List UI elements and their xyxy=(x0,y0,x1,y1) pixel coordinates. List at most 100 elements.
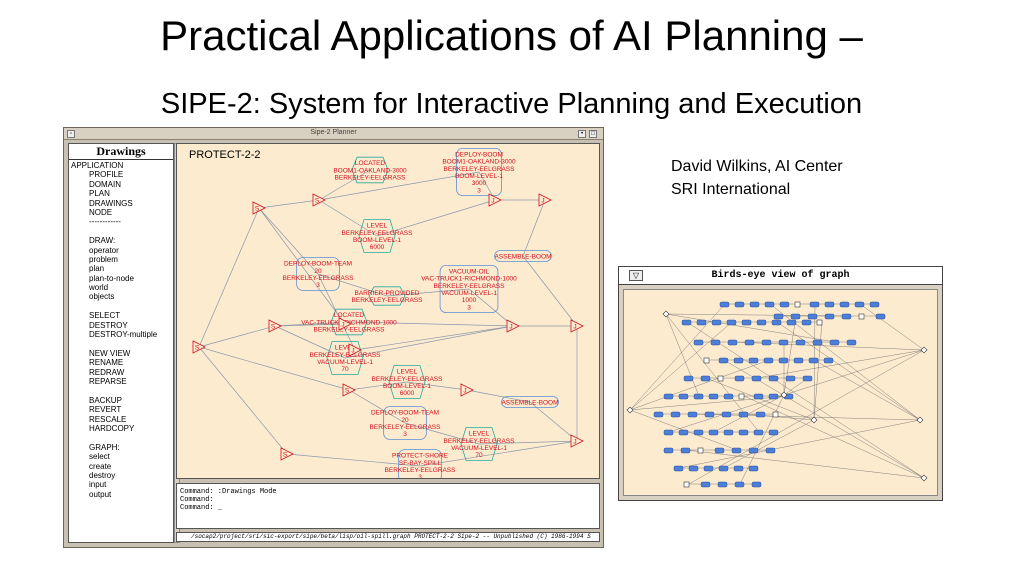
birds-node xyxy=(744,339,755,346)
menu-item[interactable]: create xyxy=(89,461,112,471)
split-node[interactable]: S xyxy=(192,340,206,354)
birds-hub xyxy=(662,310,670,318)
menu-item[interactable]: SELECT xyxy=(89,311,121,321)
join-node[interactable]: J xyxy=(506,319,520,333)
birds-node xyxy=(761,339,772,346)
node-label: 3 xyxy=(477,187,481,194)
birds-edge xyxy=(629,359,770,411)
split-join-label: J xyxy=(573,439,576,446)
node-label: BERKELEY-EELGRASS xyxy=(342,230,414,237)
menu-item[interactable]: DESTROY-multiple xyxy=(89,330,158,340)
join-node[interactable]: J xyxy=(348,343,362,357)
split-join-label: J xyxy=(491,198,494,205)
split-node[interactable]: S xyxy=(268,319,282,333)
plan-node[interactable]: DEPLOY-BOOMBOOM1-OAKLAND-3000BERKELEY-EE… xyxy=(442,148,516,197)
menu-item[interactable]: RESCALE xyxy=(89,414,127,424)
maximize-icon[interactable]: □ xyxy=(589,130,597,138)
menu-item[interactable]: REPARSE xyxy=(89,376,127,386)
plan-node[interactable]: PROTECT-SHORESF-BAY-SPILLBERKELEY-EELGRA… xyxy=(385,449,457,479)
menu-item[interactable]: DRAWINGS xyxy=(89,198,133,208)
split-node[interactable]: S xyxy=(280,447,294,461)
menu-item[interactable]: DRAW: xyxy=(89,236,116,246)
menu-item[interactable]: input xyxy=(89,480,107,490)
split-node[interactable]: S xyxy=(312,193,326,207)
menu-item[interactable]: APPLICATION xyxy=(71,161,124,170)
plan-node[interactable]: LOCATEDBOOM1-OAKLAND-3000BERKELEY-EELGRA… xyxy=(333,156,407,184)
node-hex xyxy=(351,156,389,184)
menu-item xyxy=(69,433,173,442)
birds-node xyxy=(808,357,819,364)
menu-item xyxy=(69,386,173,395)
join-node[interactable]: J xyxy=(338,317,352,331)
menu-item[interactable]: NODE xyxy=(89,207,113,217)
menu-item[interactable]: plan-to-node xyxy=(89,273,134,283)
menu-item[interactable]: objects xyxy=(89,292,115,302)
split-node[interactable]: S xyxy=(252,201,266,215)
menu-item[interactable]: RENAME xyxy=(89,358,124,368)
birds-node xyxy=(793,357,804,364)
node-label: 1000 xyxy=(462,297,477,304)
split-node[interactable]: S xyxy=(342,383,356,397)
birds-node xyxy=(755,411,766,418)
split-shape xyxy=(252,201,266,215)
plan-node[interactable]: ASSEMBLE-BOOM xyxy=(501,395,559,408)
birds-node xyxy=(764,301,775,308)
join-node[interactable]: J xyxy=(538,193,552,207)
birds-node xyxy=(721,411,732,418)
join-node[interactable]: J xyxy=(460,383,474,397)
birds-edge xyxy=(743,413,815,421)
birds-node xyxy=(773,313,784,320)
plan-node[interactable]: VACUUM-OILVAC-TRUCK1-RICHMOND-1000BERKEL… xyxy=(421,265,517,314)
menu-item[interactable]: PROFILE xyxy=(89,170,124,180)
birds-node xyxy=(839,301,850,308)
birds-eye-menu-icon[interactable]: ▽ xyxy=(629,270,643,281)
menu-item[interactable]: GRAPH: xyxy=(89,442,120,452)
menu-item[interactable]: REDRAW xyxy=(89,367,125,377)
split-join-label: J xyxy=(341,322,344,329)
birds-eye-canvas[interactable] xyxy=(623,289,938,496)
menu-item[interactable]: output xyxy=(89,489,112,499)
birds-node xyxy=(751,481,762,488)
menu-item[interactable]: problem xyxy=(89,254,118,264)
join-node[interactable]: J xyxy=(570,319,584,333)
birds-node xyxy=(703,465,714,472)
split-join-label: S xyxy=(345,388,350,395)
menu-item[interactable]: DOMAIN xyxy=(89,179,121,189)
menu-item[interactable]: select xyxy=(89,452,110,462)
menu-item[interactable]: REVERT xyxy=(89,405,122,415)
menu-item[interactable]: PLAN xyxy=(89,189,110,199)
plan-node[interactable]: LOCATEDVAC-TRUCK1-RICHMOND-1000BERKELEY-… xyxy=(301,308,397,336)
menu-item[interactable]: HARDCOPY xyxy=(89,423,135,433)
menu-item[interactable]: world xyxy=(89,283,109,293)
window-menu-icon[interactable]: ▫ xyxy=(67,130,75,138)
menu-item[interactable]: DESTROY xyxy=(89,320,128,330)
node-label: BERKELEY-EELGRASS xyxy=(352,297,424,304)
plan-edge xyxy=(198,207,260,348)
menu-item[interactable]: ------------ xyxy=(89,217,121,227)
birds-edge xyxy=(665,313,848,317)
plan-edge xyxy=(478,440,578,445)
sipe-planner-window: ▫ Sipe-2 Planner • □ Drawings APPLICATIO… xyxy=(63,127,604,548)
menu-item[interactable]: plan xyxy=(89,264,105,274)
menu-item[interactable]: destroy xyxy=(89,470,116,480)
minimize-icon[interactable]: • xyxy=(578,130,586,138)
plan-edge xyxy=(318,199,378,237)
join-node[interactable]: J xyxy=(488,193,502,207)
menu-item[interactable]: BACKUP xyxy=(89,395,122,405)
menu-item[interactable]: operator xyxy=(89,245,119,255)
plan-node[interactable]: ASSEMBLE-BOOM xyxy=(494,250,552,263)
menu-item xyxy=(69,339,173,348)
birds-edge xyxy=(859,303,925,351)
join-node[interactable]: J xyxy=(570,434,584,448)
birds-node xyxy=(693,393,704,400)
menu-item[interactable]: NEW VIEW xyxy=(89,348,131,358)
